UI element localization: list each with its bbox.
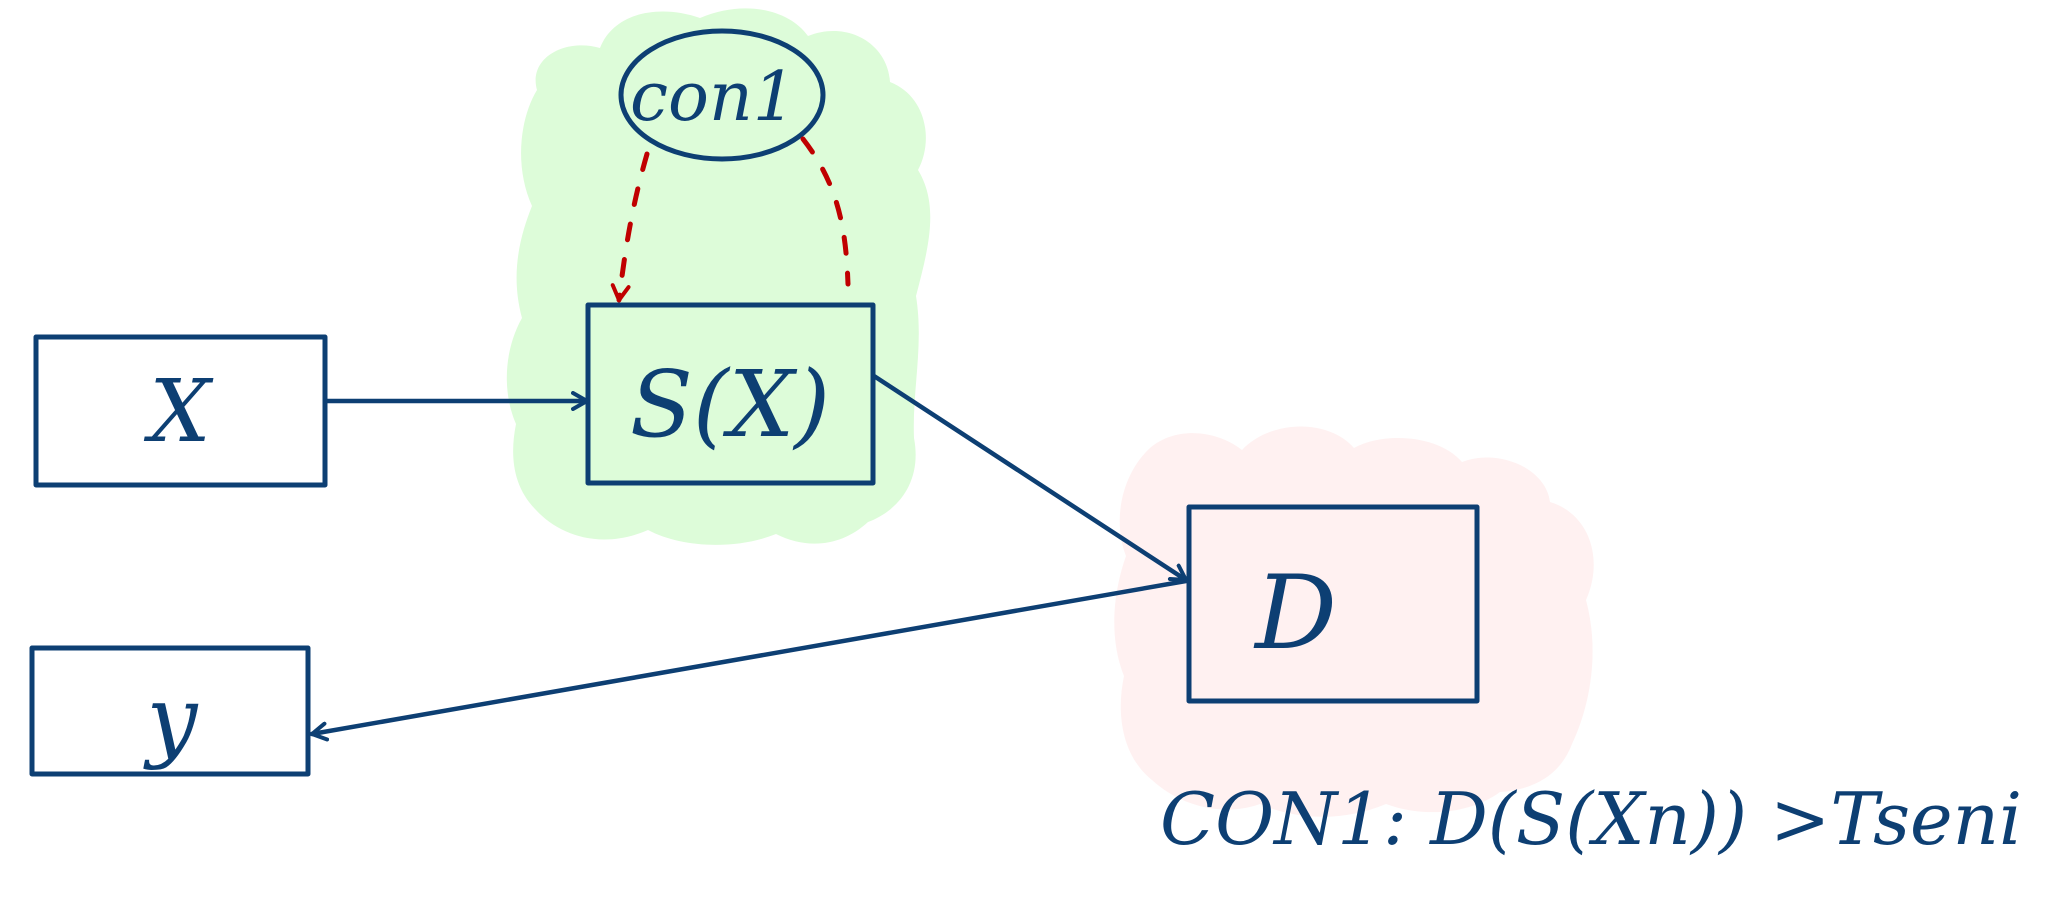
y-label: y (143, 667, 199, 772)
s-to-d-arrow (871, 373, 1189, 583)
discriminator-highlight (1114, 426, 1594, 817)
generator-highlight (506, 8, 931, 545)
d-label: D (1253, 554, 1337, 673)
con1-label: con1 (630, 58, 796, 137)
y-box (29, 645, 311, 777)
con1-return-dashed-line (800, 136, 851, 287)
d-box (1186, 504, 1480, 704)
condition-text: CON1: D(S(Xn)) >Tseni (1160, 777, 2022, 861)
s-of-x-label: S(X) (630, 351, 830, 458)
x-label: X (143, 362, 214, 462)
x-box (33, 334, 328, 488)
con1-ellipse (618, 28, 826, 162)
d-to-y-arrow (309, 578, 1189, 742)
con1-to-s-dashed-arrow (610, 151, 650, 303)
